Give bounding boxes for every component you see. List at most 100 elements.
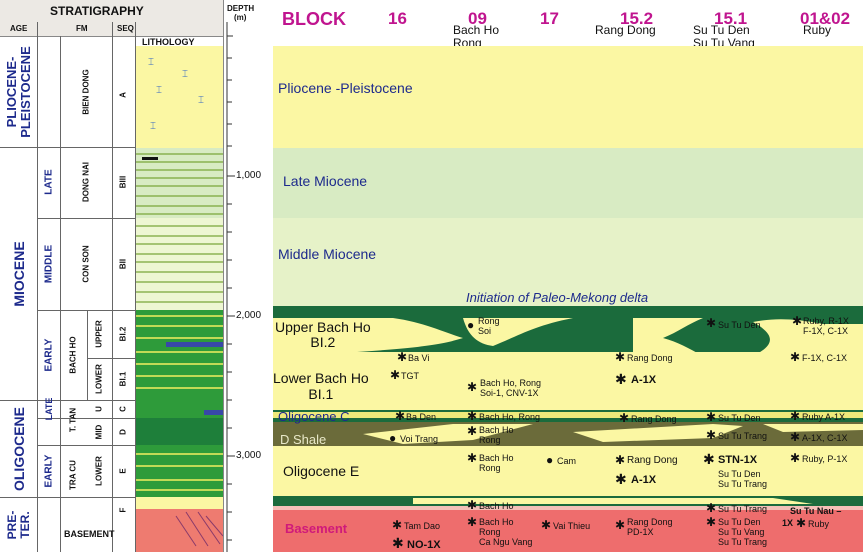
well-voi-trang: Voi Trang bbox=[400, 434, 439, 444]
col-divider bbox=[135, 22, 136, 552]
fm-u: U bbox=[94, 406, 104, 412]
unit-upper-bach-ho: Upper Bach Ho BI.2 bbox=[275, 319, 371, 350]
well-rang-dong-bi1: Rang Dong bbox=[627, 353, 673, 363]
seq-a: A bbox=[118, 92, 128, 98]
field-rang-dong: Rang Dong bbox=[595, 23, 656, 37]
fm-bach-ho: BACH HO bbox=[68, 336, 78, 374]
lithology-coal-mark bbox=[142, 157, 158, 160]
field-bach-ho: Bach Ho bbox=[453, 23, 500, 37]
age-pliocene-pleistocene: PLIOCENE- PLEISTOCENE bbox=[4, 46, 33, 138]
well-su-tu-den-vang-trang: Su Tu Den Su Tu Vang Su Tu Trang bbox=[718, 517, 768, 547]
well-su-tu-den-c: Su Tu Den bbox=[718, 413, 761, 423]
well-a1x-e: A-1X bbox=[631, 474, 657, 486]
well-tgt: TGT bbox=[401, 371, 419, 381]
well-star-icon: ✱ bbox=[615, 350, 626, 364]
seq-d: D bbox=[118, 429, 128, 435]
well-star-icon: ✱ bbox=[619, 411, 630, 425]
well-star-icon: ✱ bbox=[467, 451, 478, 465]
well-rong-soi: Rong Soi bbox=[478, 316, 500, 336]
depth-scale bbox=[226, 22, 235, 552]
unit-oligocene-e: Oligocene E bbox=[283, 463, 360, 479]
well-stn1x: STN-1X bbox=[718, 454, 758, 466]
subage-late-miocene: LATE bbox=[43, 169, 55, 195]
well-su-tu-nau: Su Tu Nau – bbox=[790, 506, 842, 516]
well-star-icon: ✱ bbox=[790, 430, 801, 444]
well-star-icon: ✱ bbox=[467, 498, 478, 512]
unit-oligocene-c: Oligocene C bbox=[278, 409, 350, 424]
seq-bi1: BI.1 bbox=[118, 371, 128, 387]
depth-label-1000: 1,000 bbox=[236, 170, 262, 181]
field-ruby: Ruby bbox=[803, 23, 832, 37]
stratigraphy-title: STRATIGRAPHY bbox=[50, 4, 144, 18]
seq-bii: BII bbox=[118, 258, 128, 270]
oil-well-dot-icon: ● bbox=[546, 453, 554, 467]
cross-section bbox=[273, 46, 863, 552]
subage-middle-miocene: MIDDLE bbox=[43, 244, 55, 284]
well-star-icon: ✱ bbox=[792, 314, 803, 328]
oil-well-dot-icon: ● bbox=[467, 318, 475, 332]
well-bach-ho-rong-e: Bach Ho Rong bbox=[479, 453, 514, 473]
lithology-symbol: ⌶ bbox=[198, 95, 204, 106]
seq-biii: BIII bbox=[118, 175, 128, 189]
fm-lower-e: LOWER bbox=[94, 456, 104, 486]
subheader-row bbox=[0, 22, 223, 37]
fm-bien-dong: BIEN DONG bbox=[81, 69, 91, 115]
col-divider bbox=[87, 310, 88, 400]
seq-f: F bbox=[118, 507, 128, 513]
subage-late-oligocene: LATE bbox=[44, 397, 54, 421]
fm-tra-tan: T. TAN bbox=[68, 407, 78, 433]
subage-early-oligocene: EARLY bbox=[43, 454, 55, 488]
depth-header: DEPTH bbox=[227, 4, 255, 13]
lithology-symbol: ⌶ bbox=[156, 85, 162, 96]
unit-late-miocene: Late Miocene bbox=[283, 173, 368, 189]
lithology-symbol: ⌶ bbox=[150, 121, 156, 132]
well-star-icon: ✱ bbox=[790, 451, 801, 465]
block-15-2: 15.2 bbox=[620, 9, 654, 28]
well-tam-dao: Tam Dao bbox=[404, 521, 441, 531]
unit-basement: Basement bbox=[285, 521, 348, 536]
well-ruby-a1x: Ruby A-1X bbox=[802, 412, 846, 422]
block-16: 16 bbox=[388, 9, 407, 28]
well-star-icon: ✱ bbox=[790, 350, 801, 364]
well-su-tu-trang-f: Su Tu Trang bbox=[718, 504, 768, 514]
well-star-icon: ✱ bbox=[615, 518, 626, 532]
col-divider bbox=[112, 22, 113, 552]
well-a1x-bi1: A-1X bbox=[631, 374, 657, 386]
well-1x: 1X bbox=[782, 518, 794, 528]
well-su-tu-den-trang-e: Su Tu Den Su Tu Trang bbox=[718, 469, 768, 489]
well-star-icon: ✱ bbox=[706, 316, 717, 330]
row-divider bbox=[37, 218, 135, 219]
fm-mid: MID bbox=[94, 424, 104, 440]
well-star-icon: ✱ bbox=[397, 350, 408, 364]
lithology-header: LITHOLOGY bbox=[142, 37, 195, 47]
well-a1x-c1x: A-1X, C-1X bbox=[802, 433, 848, 443]
well-star-icon: ✱ bbox=[467, 409, 478, 423]
well-star-icon: ✱ bbox=[706, 410, 717, 424]
seq-bi2: BI.2 bbox=[118, 326, 128, 342]
well-no1x: NO-1X bbox=[407, 539, 441, 551]
well-ruby-p1x: Ruby, P-1X bbox=[802, 454, 848, 464]
lithology-column bbox=[136, 46, 223, 552]
unit-middle-miocene: Middle Miocene bbox=[278, 246, 377, 262]
row-divider bbox=[37, 445, 135, 446]
stratigraphy-panel: STRATIGRAPHY AGE FM SEQ LITHOLOGY PLIOCE… bbox=[0, 0, 223, 552]
unit-d-shale: D Shale bbox=[280, 432, 327, 447]
well-star-icon: ✱ bbox=[467, 380, 478, 394]
block-01-02: 01&02 bbox=[800, 9, 851, 28]
col-divider bbox=[37, 22, 38, 552]
row-divider bbox=[37, 418, 135, 419]
well-star-icon: ✱ bbox=[706, 501, 717, 515]
oil-well-dot-icon: ● bbox=[389, 431, 397, 445]
depth-column: DEPTH (m) 1,000 2,000 3,000 bbox=[223, 0, 274, 552]
well-bach-ho-rong-c: Bach Ho, Rong bbox=[479, 412, 541, 422]
row-divider bbox=[87, 358, 135, 359]
well-bach-ho-rong-ca-ngu-vang: Bach Ho Rong Ca Ngu Vang bbox=[479, 517, 533, 547]
row-divider bbox=[0, 400, 135, 401]
well-vai-thieu: Vai Thieu bbox=[553, 521, 591, 531]
fm-con-son: CON SON bbox=[81, 245, 91, 283]
block-15-1: 15.1 bbox=[714, 9, 748, 28]
well-bach-ho-rong-d: Bach Ho Rong bbox=[479, 425, 514, 445]
well-ba-vi: Ba Vi bbox=[408, 353, 430, 363]
well-f1x-c1x: F-1X, C-1X bbox=[802, 353, 848, 363]
col-divider bbox=[60, 36, 61, 552]
